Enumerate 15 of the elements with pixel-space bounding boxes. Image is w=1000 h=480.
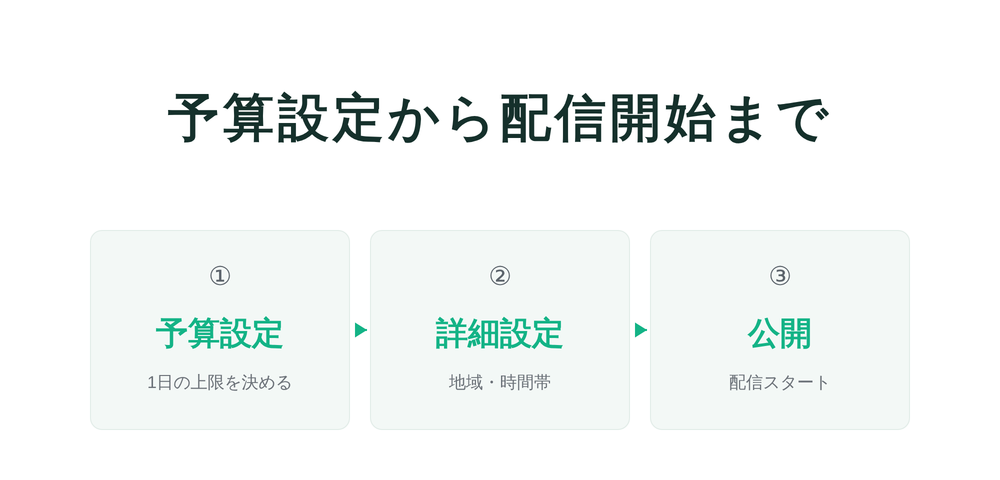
arrow — [355, 322, 367, 338]
step-description: 地域・時間帯 — [449, 374, 551, 391]
arrow — [635, 322, 647, 338]
step-number: ① — [208, 263, 232, 289]
step-title: 詳細設定 — [436, 317, 564, 349]
diagram-title: 予算設定から配信開始まで — [168, 92, 832, 143]
step-title: 予算設定 — [156, 317, 284, 349]
step-title: 公開 — [748, 317, 812, 349]
step-number: ② — [488, 263, 512, 289]
step-description: 1日の上限を決める — [147, 374, 293, 391]
step-card — [650, 230, 910, 430]
step-number: ③ — [768, 263, 792, 289]
step-card — [370, 230, 630, 430]
step-card — [90, 230, 350, 430]
step-description: 配信スタート — [729, 374, 831, 391]
